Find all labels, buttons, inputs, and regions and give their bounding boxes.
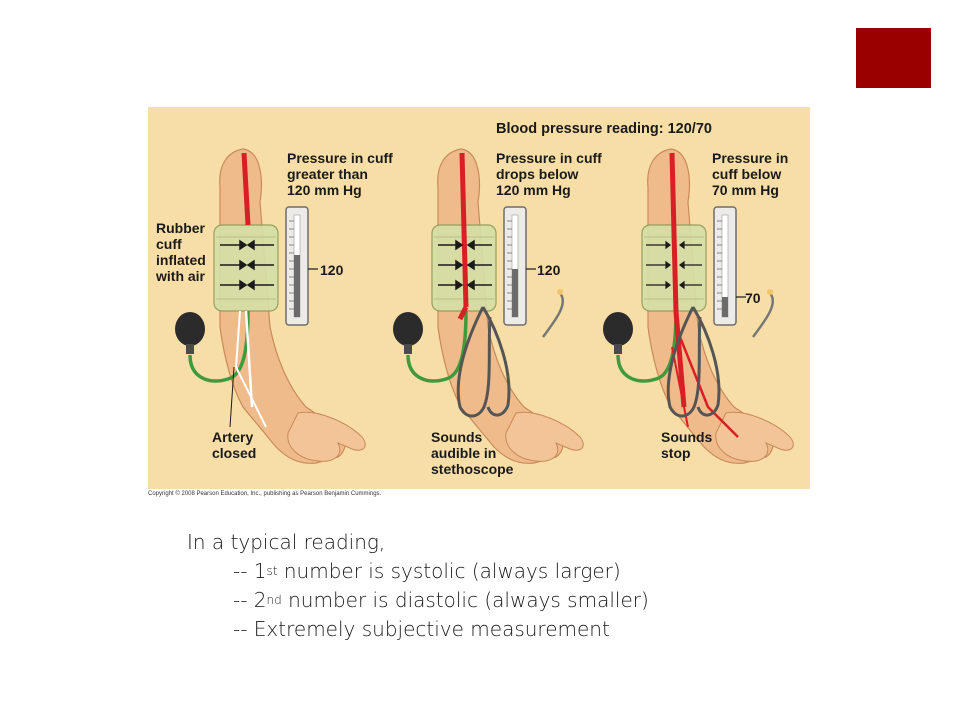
panel-2-gauge-value: 120: [537, 262, 561, 278]
notes-line-3: -- Extremely subjective measurement: [233, 617, 610, 641]
sounds-stop-label: Sounds stop: [661, 429, 713, 461]
notes-line-2: -- 2nd number is diastolic (always small…: [233, 588, 649, 612]
panel-2-arm: [391, 147, 586, 466]
sounds-audible-label: Sounds audible in stethoscope: [431, 429, 514, 477]
figure-title: Blood pressure reading: 120/70: [496, 121, 712, 137]
cuff-label: Rubber cuff inflated with air: [156, 220, 206, 284]
panel-1-arm: [173, 147, 368, 466]
panel-3-caption: Pressure in cuff below 70 mm Hg: [712, 150, 789, 198]
panel-3-gauge-value: 70: [745, 290, 761, 306]
notes-intro: In a typical reading,: [187, 530, 386, 554]
panel-3-arm: [601, 147, 796, 466]
panel-1-caption: Pressure in cuff greater than 120 mm Hg: [287, 150, 393, 198]
accent-square: [856, 28, 931, 88]
notes-text: In a typical reading, -- 1st number is s…: [187, 528, 827, 644]
notes-line-1: -- 1st number is systolic (always larger…: [233, 559, 621, 583]
figure-illustration: [173, 147, 796, 466]
panel-2-caption: Pressure in cuff drops below 120 mm Hg: [496, 150, 602, 198]
panel-1-gauge-value: 120: [320, 262, 344, 278]
blood-pressure-figure: Blood pressure reading: 120/70 Pressure …: [148, 107, 810, 489]
artery-closed-label: Artery closed: [212, 429, 257, 461]
copyright-text: Copyright © 2008 Pearson Education, Inc.…: [148, 491, 382, 497]
